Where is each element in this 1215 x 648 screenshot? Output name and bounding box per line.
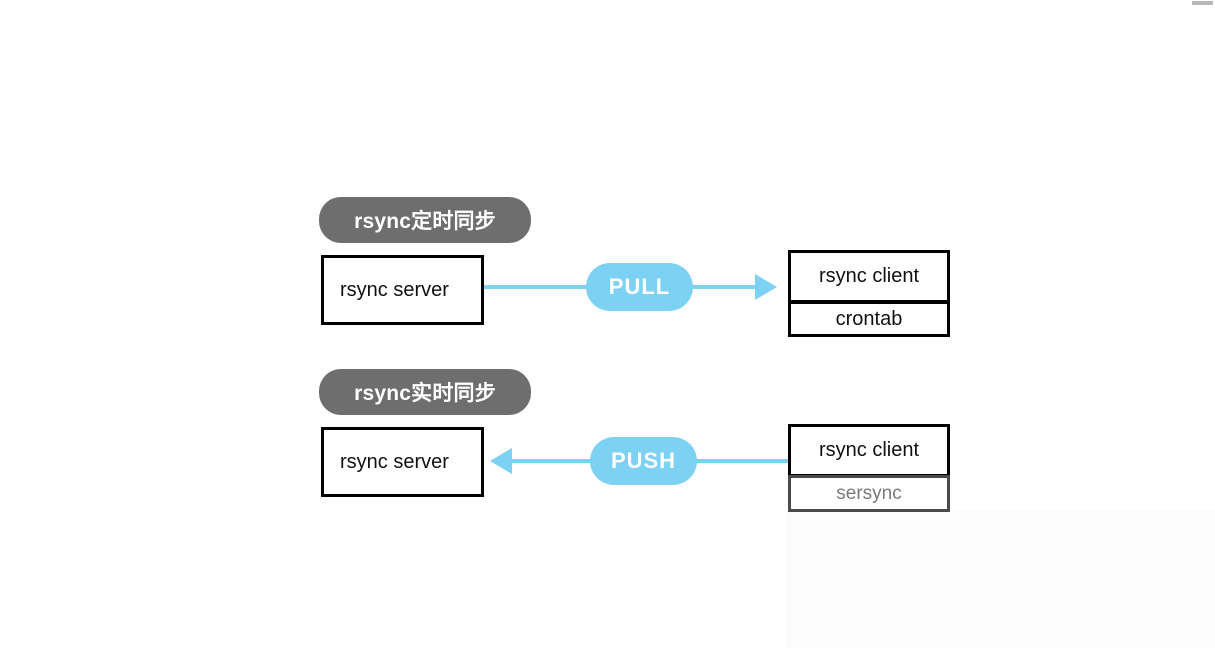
section-label-text: rsync实时同步	[354, 382, 496, 405]
connector-line-left-row1	[484, 285, 589, 289]
connector-pill-label: PUSH	[610, 448, 677, 473]
connector-line-right-row1	[691, 285, 757, 289]
connector-line-right-row2	[695, 459, 790, 463]
section-label-realtime-sync: rsync实时同步	[319, 369, 531, 415]
section-label-scheduled-sync: rsync定时同步	[319, 197, 531, 243]
connector-line-left-row2	[512, 459, 594, 463]
connector-pill-label: PULL	[608, 274, 671, 299]
arrow-head-left-row2	[490, 448, 512, 474]
window-chrome-fragment	[1192, 1, 1213, 5]
background-overlay-panel	[787, 510, 1215, 648]
rsync-client-label: rsync client	[818, 265, 920, 287]
rsync-client-box-row1[interactable]: rsync client	[788, 250, 950, 302]
crontab-label: crontab	[835, 307, 903, 330]
rsync-client-label: rsync client	[818, 439, 920, 461]
arrow-head-right-row1	[755, 274, 777, 300]
sersync-label: sersync	[836, 482, 902, 504]
rsync-server-label: rsync server	[340, 450, 449, 473]
sersync-box-row2[interactable]: sersync	[788, 475, 950, 512]
crontab-box-row1[interactable]: crontab	[788, 302, 950, 337]
rsync-client-box-row2[interactable]: rsync client	[788, 424, 950, 476]
rsync-server-box-row2[interactable]: rsync server	[321, 427, 484, 497]
rsync-server-box-row1[interactable]: rsync server	[321, 255, 484, 325]
section-label-text: rsync定时同步	[354, 210, 496, 233]
connector-pill-pull[interactable]: PULL	[586, 263, 693, 311]
connector-pill-push[interactable]: PUSH	[590, 437, 697, 485]
rsync-server-label: rsync server	[340, 278, 449, 301]
